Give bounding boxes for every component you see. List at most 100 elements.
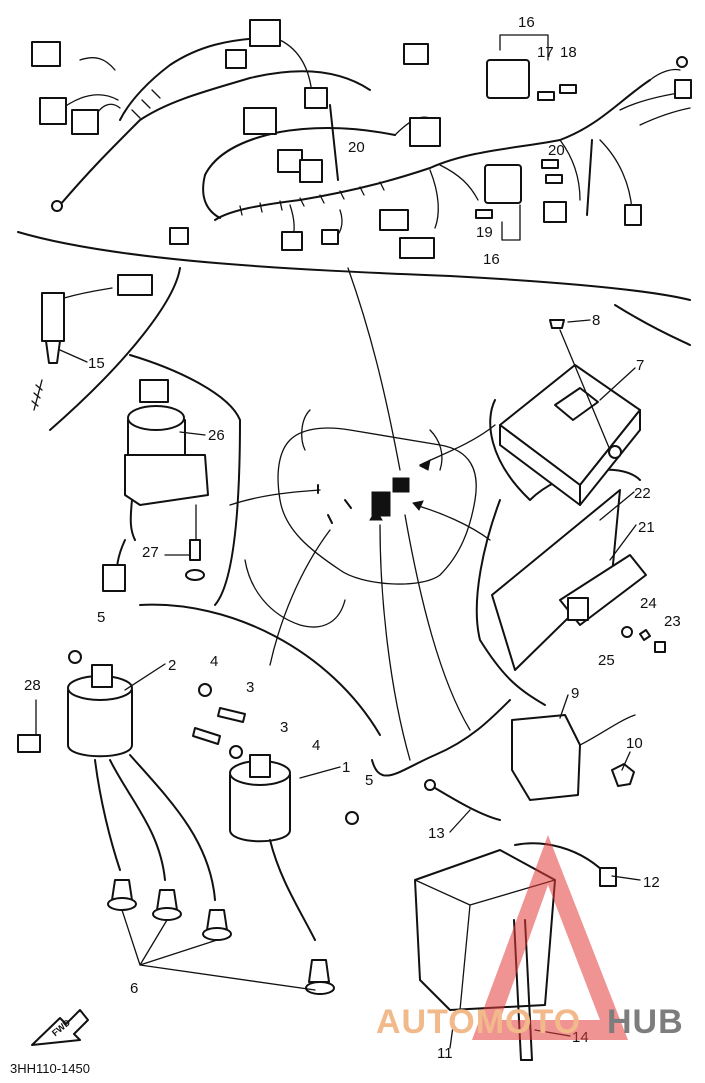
callout-23: 23: [664, 613, 681, 630]
nut: [611, 763, 635, 787]
callout-7: 7: [636, 357, 644, 374]
regulator-body: [511, 714, 581, 801]
callout-17: 17: [537, 44, 554, 61]
harness-connector: [674, 79, 692, 99]
regulator-unit: [511, 714, 636, 801]
ignition-connector: [102, 564, 126, 592]
clamp: [17, 734, 41, 753]
wire-tie: [329, 104, 339, 181]
callout-24: 24: [640, 595, 657, 612]
wire-tie: [586, 139, 593, 216]
relay: [486, 59, 530, 99]
callout-26: 26: [208, 427, 225, 444]
ignition-coils: [17, 650, 359, 995]
bolt: [189, 539, 201, 561]
nut: [639, 629, 651, 641]
ignitor-connector: [567, 597, 589, 621]
pin: [541, 159, 559, 169]
ring-terminal: [51, 200, 63, 212]
callout-15: 15: [88, 355, 105, 372]
ring-terminal: [676, 56, 688, 68]
watermark-triangle-icon: [472, 835, 628, 1040]
section-borders: [17, 231, 691, 777]
harness-connector: [403, 43, 429, 65]
nut: [68, 650, 82, 664]
ignition-bracket: [124, 454, 209, 506]
callout-5: 5: [97, 609, 105, 626]
leader-lines: [229, 267, 496, 761]
harness-connector: [39, 97, 67, 125]
ignition-coil: [229, 774, 291, 843]
ecu-screw: [549, 319, 565, 329]
callout-28: 28: [24, 677, 41, 694]
battery-lead-terminal: [599, 867, 617, 887]
harness-connector: [543, 201, 567, 223]
callout-18: 18: [560, 44, 577, 61]
callout-6: 6: [130, 980, 138, 997]
callout-2: 2: [168, 657, 176, 674]
callout-21: 21: [638, 519, 655, 536]
ignition-key: [139, 379, 169, 403]
callout-19: 19: [476, 224, 493, 241]
harness-connector: [249, 19, 281, 47]
harness-connector: [379, 209, 409, 231]
wire-harness: [31, 19, 692, 259]
callout-10: 10: [626, 735, 643, 752]
callout-22: 22: [634, 485, 651, 502]
callout-5: 5: [365, 772, 373, 789]
callouts: 1 2 3 3 4 4 5 5 6 7 8 9 10 11 12 13 14 1…: [24, 14, 681, 1062]
ignitor-plate: [491, 489, 666, 671]
callout-1: 1: [342, 759, 350, 776]
watermark-logo: AUTOMOTO HUB: [376, 835, 684, 1041]
ecu-unit: [499, 319, 641, 506]
callout-25: 25: [598, 652, 615, 669]
harness-connector: [304, 87, 328, 109]
harness-connector: [399, 237, 435, 259]
harness-connector: [225, 49, 247, 69]
plug-cap: [202, 927, 232, 941]
fwd-arrow: FWD: [31, 1009, 89, 1046]
callout-4: 4: [312, 737, 320, 754]
coil-terminal: [249, 754, 271, 778]
pin: [475, 209, 493, 219]
callout-16: 16: [518, 14, 535, 31]
ring-terminal: [424, 779, 436, 791]
harness-connector: [277, 149, 303, 173]
ignition-switch: [102, 379, 209, 592]
harness-connector: [169, 227, 189, 245]
harness-connector: [71, 109, 99, 135]
watermark-text: HUB: [607, 1003, 684, 1041]
harness-connector: [243, 107, 277, 135]
motorcycle-outline: [244, 409, 477, 628]
harness-connector: [299, 159, 323, 183]
plug-cap: [107, 897, 137, 911]
harness-connector: [31, 41, 61, 67]
callout-8: 8: [592, 312, 600, 329]
relay-location-marker: [392, 477, 410, 493]
harness-connector: [624, 204, 642, 226]
callout-20: 20: [348, 139, 365, 156]
bolt: [217, 707, 246, 723]
ignition-coil: [67, 689, 133, 758]
callout-9: 9: [571, 685, 579, 702]
callout-3: 3: [280, 719, 288, 736]
coil-terminal: [91, 664, 113, 688]
harness-connector: [281, 231, 303, 251]
callout-20: 20: [548, 142, 565, 159]
callout-3: 3: [246, 679, 254, 696]
switch-body: [41, 292, 65, 342]
callout-13: 13: [428, 825, 445, 842]
plug-cap: [305, 981, 335, 995]
relay: [484, 164, 522, 204]
switch-connector: [117, 274, 153, 296]
washer: [198, 683, 212, 697]
watermark-text: AUTOMOTO: [376, 1003, 581, 1041]
callout-16: 16: [483, 251, 500, 268]
pin: [537, 91, 555, 101]
callout-11: 11: [437, 1045, 453, 1062]
plug-cap: [152, 907, 182, 921]
harness-connector: [321, 229, 339, 245]
bolt: [192, 727, 221, 745]
washer: [621, 626, 633, 638]
